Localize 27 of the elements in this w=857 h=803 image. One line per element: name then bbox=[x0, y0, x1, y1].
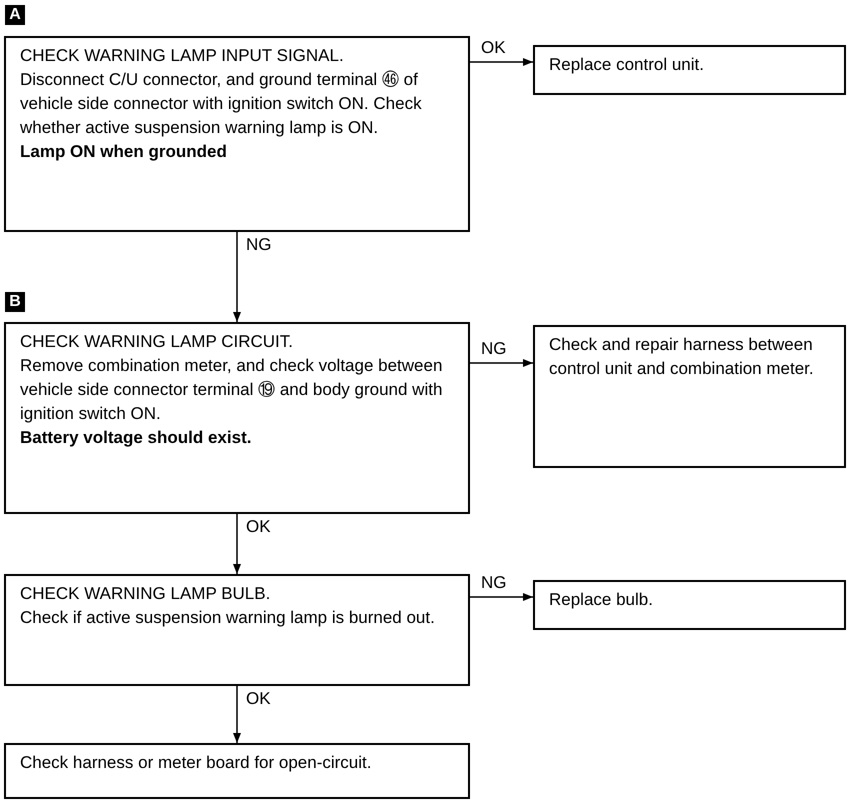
process-box bbox=[4, 36, 470, 232]
arrow bbox=[470, 359, 533, 367]
process-box bbox=[533, 45, 846, 95]
step-marker: A bbox=[5, 5, 25, 25]
process-box bbox=[533, 325, 846, 468]
process-box bbox=[4, 574, 470, 686]
step-marker: B bbox=[5, 292, 25, 312]
arrow bbox=[470, 593, 533, 601]
step-heading: CHECK WARNING LAMP CIRCUIT. bbox=[20, 331, 294, 353]
process-box bbox=[4, 322, 470, 514]
step-text: Battery voltage should exist. bbox=[20, 427, 252, 449]
step-text: Disconnect C/U connector, and ground terminal ㊻ of vehicle side connector with ignition switch ON. Check whether active suspension warning lamp is ON. bbox=[20, 69, 423, 139]
step-heading: CHECK WARNING LAMP BULB. bbox=[20, 583, 272, 605]
process-box bbox=[533, 580, 846, 630]
step-heading: CHECK WARNING LAMP INPUT SIGNAL. bbox=[20, 45, 345, 67]
step-text: Lamp ON when grounded bbox=[20, 141, 228, 163]
step-text: Check and repair harness between control unit and combination meter. bbox=[549, 334, 815, 380]
process-box bbox=[4, 743, 470, 799]
arrow bbox=[470, 58, 533, 66]
step-text: Remove combination meter, and check voltage between vehicle side connector terminal ⑲ and body ground with ignition switch ON. bbox=[20, 355, 444, 425]
step-text: Replace bulb. bbox=[549, 589, 654, 611]
arrow bbox=[233, 514, 241, 574]
step-text: Check if active suspension warning lamp is burned out. bbox=[20, 607, 436, 629]
step-text: Check harness or meter board for open-circuit. bbox=[20, 752, 372, 774]
arrow bbox=[233, 686, 241, 743]
step-text: Replace control unit. bbox=[549, 54, 705, 76]
arrow bbox=[233, 232, 241, 322]
